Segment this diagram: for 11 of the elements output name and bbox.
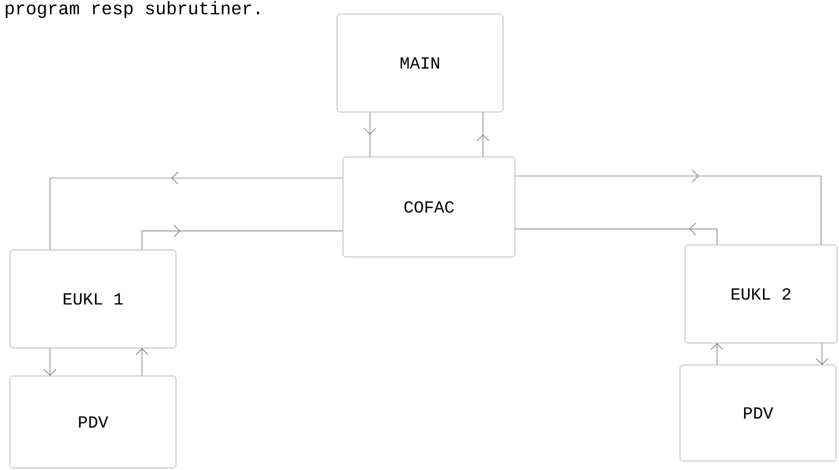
process-box: PDV bbox=[10, 376, 176, 468]
process-box: PDV bbox=[680, 364, 836, 462]
arrow bbox=[710, 342, 724, 366]
process-box: MAIN bbox=[336, 14, 504, 112]
heading-text: program resp subrutiner. bbox=[6, 1, 260, 18]
process-box: EUKL 2 bbox=[684, 244, 838, 344]
process-box: COFAC bbox=[342, 156, 516, 258]
process-box: EUKL 1 bbox=[10, 250, 176, 348]
arrow bbox=[816, 342, 828, 366]
arrow bbox=[44, 348, 56, 376]
arrow bbox=[136, 348, 148, 376]
